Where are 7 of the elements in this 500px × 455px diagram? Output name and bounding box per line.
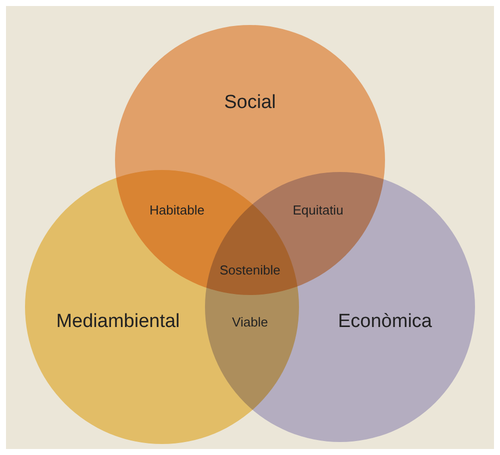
set-label: Mediambiental: [56, 310, 180, 334]
set-label: Social: [224, 90, 276, 115]
intersection-label: Equitatiu: [292, 201, 344, 220]
set-label: Econòmica: [338, 310, 432, 334]
intersection-label: Viable: [232, 313, 268, 332]
intersection-label: Habitable: [150, 201, 204, 220]
intersection-label: Sostenible: [220, 261, 280, 280]
